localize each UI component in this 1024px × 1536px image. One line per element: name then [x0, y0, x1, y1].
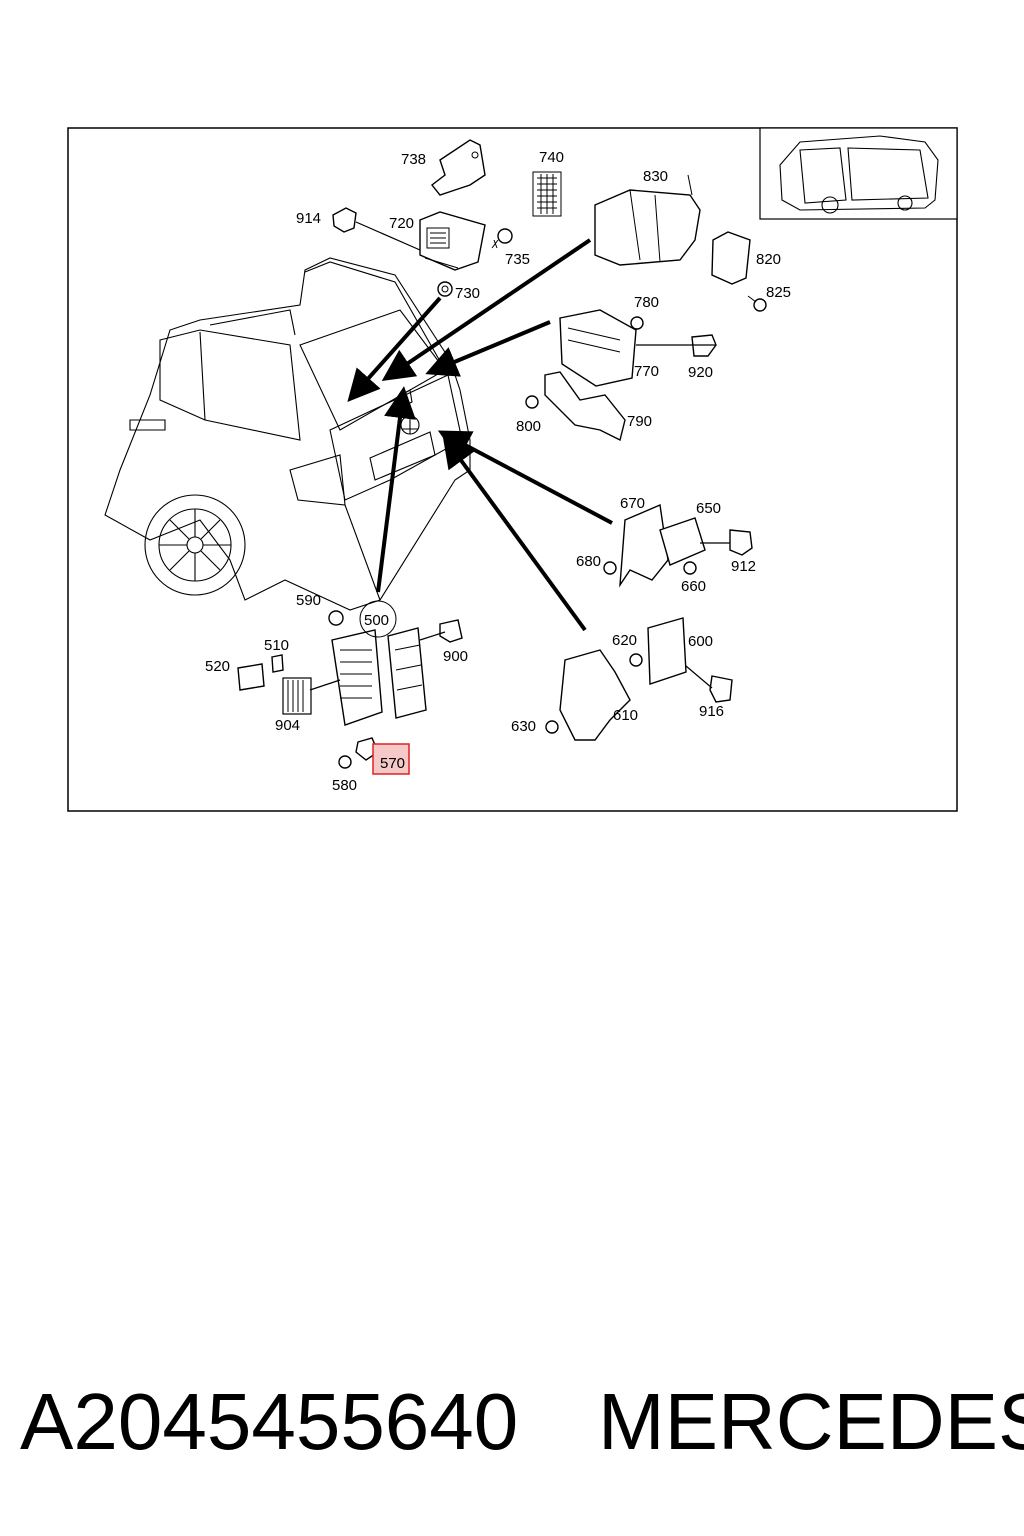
part-680-nut [603, 561, 617, 575]
callout-570: 570 [380, 755, 405, 772]
callout-912: 912 [731, 558, 756, 575]
callout-590: 590 [296, 592, 321, 609]
callout-735: 735 [505, 251, 530, 268]
callout-660: 660 [681, 578, 706, 595]
callout-920: 920 [688, 364, 713, 381]
parts-diagram: 738 740 830 914 720 735 730 820 825 780 … [67, 127, 958, 812]
callout-600: 600 [688, 633, 713, 650]
car-inset-thumbnail [759, 127, 958, 220]
part-730-nut [437, 281, 453, 297]
callout-670: 670 [620, 495, 645, 512]
part-914-connector [332, 207, 357, 233]
part-630-nut [545, 720, 559, 734]
part-738-bracket [431, 139, 486, 196]
part-770-module [559, 309, 637, 387]
part-590-nut [328, 610, 344, 626]
leader-lines [309, 221, 730, 691]
callout-720: 720 [389, 215, 414, 232]
callout-780: 780 [634, 294, 659, 311]
part-500-fuse-box [331, 600, 427, 726]
part-900-connector [439, 619, 463, 643]
part-600-module [647, 617, 687, 685]
callout-830: 830 [643, 168, 668, 185]
location-arrows [347, 238, 613, 632]
part-830-holder [594, 174, 701, 266]
callout-904: 904 [275, 717, 300, 734]
footer-caption: A2045455640 MERCEDES [20, 1372, 1024, 1472]
part-660-nut [683, 561, 697, 575]
callout-510: 510 [264, 637, 289, 654]
brand-name: MERCEDES [598, 1377, 1024, 1466]
part-620-nut [629, 653, 643, 667]
part-904-fuse-strip [282, 677, 312, 715]
part-735-screw [491, 228, 513, 249]
callout-800: 800 [516, 418, 541, 435]
part-510-fuse [271, 654, 284, 673]
callout-914: 914 [296, 210, 321, 227]
part-610-holder [559, 649, 631, 741]
callout-630: 630 [511, 718, 536, 735]
callout-825: 825 [766, 284, 791, 301]
part-650-module [659, 517, 706, 566]
part-916-connector [709, 675, 733, 703]
callout-580: 580 [332, 777, 357, 794]
callout-820: 820 [756, 251, 781, 268]
callout-650: 650 [696, 500, 721, 517]
part-820-sensor [711, 231, 751, 285]
part-912-connector [729, 529, 753, 556]
diagram-frame [67, 127, 958, 812]
part-790-bracket [544, 371, 626, 442]
part-670-bracket [619, 503, 669, 588]
part-520-relay [237, 663, 265, 691]
callout-900: 900 [443, 648, 468, 665]
part-720-module [419, 211, 486, 271]
part-number: A2045455640 [20, 1377, 519, 1466]
callout-790: 790 [627, 413, 652, 430]
callout-740: 740 [539, 149, 564, 166]
part-825-screw [747, 295, 767, 312]
callout-916: 916 [699, 703, 724, 720]
part-780-nut [630, 316, 644, 330]
part-740-pad [532, 171, 562, 217]
callout-labels: 738 740 830 914 720 735 730 820 825 780 … [205, 149, 791, 794]
vehicle-outline [104, 257, 471, 611]
callout-500: 500 [364, 612, 389, 629]
callout-770: 770 [634, 363, 659, 380]
callout-730: 730 [455, 285, 480, 302]
callout-610: 610 [613, 707, 638, 724]
callout-738: 738 [401, 151, 426, 168]
part-580-nut [338, 755, 352, 769]
part-800-screw [525, 395, 539, 409]
callout-620: 620 [612, 632, 637, 649]
callout-520: 520 [205, 658, 230, 675]
callout-680: 680 [576, 553, 601, 570]
highlight-box-570 [372, 743, 410, 775]
